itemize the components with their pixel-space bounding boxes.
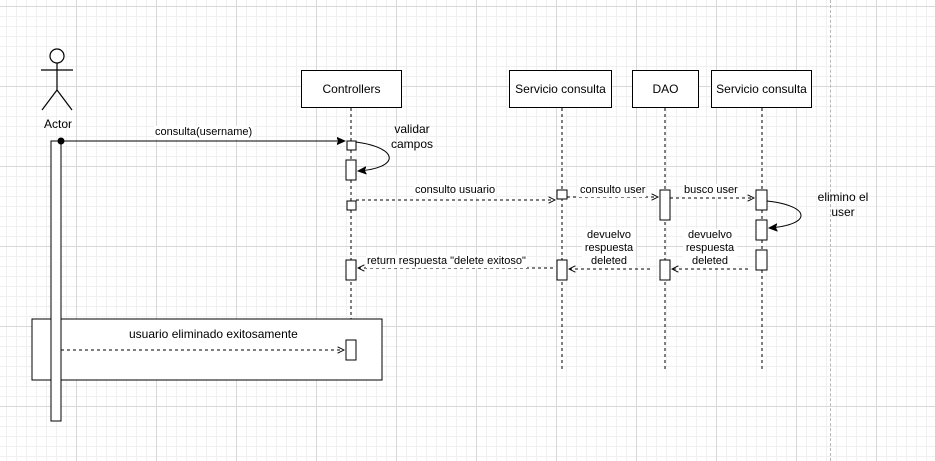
activation-servicio1-1[interactable] — [556, 189, 568, 200]
message-label-consulto-user: consulto user — [579, 184, 647, 197]
activation-servicio2-2[interactable] — [755, 219, 768, 241]
participant-servicio-consulta-1[interactable]: Servicio consulta — [509, 70, 612, 108]
arrow-self-elimino-user[interactable] — [766, 200, 802, 228]
message-label-consulto-usuario: consulto usuario — [414, 184, 497, 197]
actor-figure-icon[interactable] — [41, 48, 73, 111]
activation-dao-2[interactable] — [659, 259, 671, 281]
activation-controllers-3[interactable] — [346, 200, 357, 211]
message-label-busco-user: busco user — [683, 184, 739, 197]
activation-controllers-5[interactable] — [345, 339, 357, 361]
activation-controllers-4[interactable] — [345, 259, 357, 281]
message-start-dot — [57, 137, 65, 145]
participant-dao-label: DAO — [652, 82, 679, 96]
participant-dao[interactable]: DAO — [632, 70, 699, 108]
participant-servicio-consulta-2[interactable]: Servicio consulta — [711, 70, 812, 108]
message-label-validar-campos: validar campos — [390, 122, 434, 151]
activation-servicio1-2[interactable] — [556, 259, 568, 281]
activation-controllers-2[interactable] — [345, 159, 357, 181]
activation-servicio2-1[interactable] — [755, 189, 768, 211]
participant-controllers-label: Controllers — [322, 82, 381, 96]
page-boundary-line — [830, 0, 831, 461]
message-label-consulta-username: consulta(username) — [154, 126, 254, 139]
message-label-delete-exitoso: return respuesta "delete exitoso" — [366, 255, 527, 268]
message-label-devuelvo-respuesta-2: devuelvo respuesta deleted — [582, 229, 636, 268]
activation-controllers-1[interactable] — [346, 140, 357, 151]
participant-controllers[interactable]: Controllers — [301, 70, 402, 108]
activation-dao-1[interactable] — [659, 189, 671, 221]
actor-label: Actor — [43, 117, 72, 131]
activation-servicio2-3[interactable] — [755, 249, 768, 271]
participant-servicio-consulta-2-label: Servicio consulta — [716, 82, 807, 96]
arrow-self-validar-campos[interactable] — [355, 141, 390, 171]
message-label-elimino-user: elimino el user — [817, 190, 869, 219]
message-label-usuario-eliminado: usuario eliminado exitosamente — [129, 327, 298, 341]
participant-servicio-consulta-1-label: Servicio consulta — [515, 82, 606, 96]
message-label-devuelvo-respuesta-1: devuelvo respuesta deleted — [683, 229, 737, 268]
actor-activation-bar[interactable] — [50, 140, 62, 422]
